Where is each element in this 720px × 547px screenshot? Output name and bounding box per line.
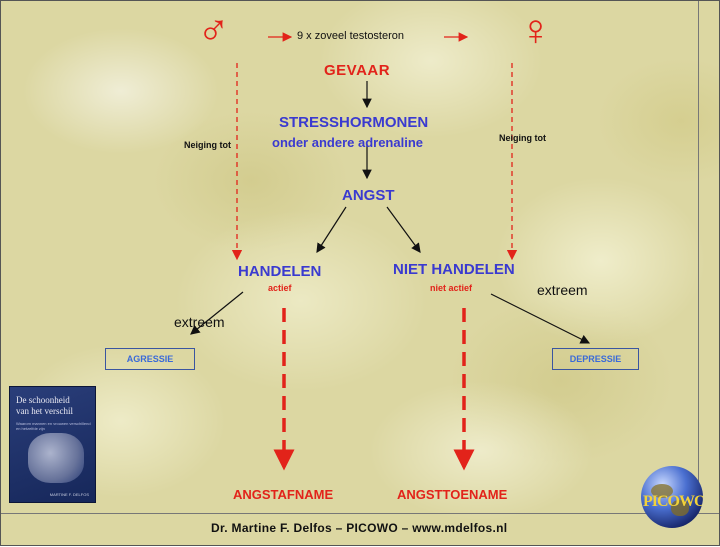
stress-hormones-label: STRESSHORMONEN xyxy=(279,114,429,131)
globe-land-shape xyxy=(671,500,689,516)
extreme-label-right: extreem xyxy=(537,282,588,298)
book-title-line2: van het verschil xyxy=(16,406,73,416)
book-subtitle: Waarom mannen en vrouwen verschillend en… xyxy=(16,421,91,431)
female-symbol-icon: ♀ xyxy=(519,6,552,55)
aggression-box: AGRESSIE xyxy=(105,348,195,370)
act-sub-label: actief xyxy=(268,283,292,293)
arrow-act-to-aggression xyxy=(190,291,244,335)
book-title: De schoonheid van het verschil xyxy=(16,395,73,417)
stress-hormones-sub: onder andere adrenaline xyxy=(272,135,423,150)
extreme-label-left: extreem xyxy=(174,314,225,330)
fear-label: ANGST xyxy=(342,187,395,204)
arrow-fear-to-act xyxy=(316,206,347,254)
not-act-sub-label: niet actief xyxy=(430,283,473,293)
book-cover-image: De schoonheid van het verschil Waarom ma… xyxy=(9,386,96,503)
tendency-label-right: Neiging tot xyxy=(499,133,546,143)
book-title-line1: De schoonheid xyxy=(16,395,70,405)
arrow-fear-to-not-act xyxy=(386,206,421,253)
footer-divider xyxy=(1,513,719,514)
male-symbol-icon: ♂ xyxy=(197,6,230,55)
book-cover-art xyxy=(28,433,84,483)
picowo-globe-logo: PICOWO xyxy=(641,466,703,528)
book-author: MARTINE F. DELFOS xyxy=(49,492,89,497)
logo-text: PICOWO xyxy=(643,493,703,510)
act-label: HANDELEN xyxy=(238,263,322,280)
arrow-not-act-to-depression xyxy=(490,293,591,344)
depression-box: DEPRESSIE xyxy=(552,348,639,370)
fear-decrease-label: ANGSTAFNAME xyxy=(233,487,334,502)
footer-credit: Dr. Martine F. Delfos – PICOWO – www.mde… xyxy=(211,521,508,535)
right-border-line xyxy=(698,1,699,513)
danger-label: GEVAAR xyxy=(324,62,391,79)
testosterone-comparison: 9 x zoveel testosteron xyxy=(297,30,405,42)
not-act-label: NIET HANDELEN xyxy=(393,261,515,278)
fear-increase-label: ANGSTTOENAME xyxy=(397,487,508,502)
globe-land-shape xyxy=(651,484,673,498)
tendency-label-left: Neiging tot xyxy=(184,140,231,150)
